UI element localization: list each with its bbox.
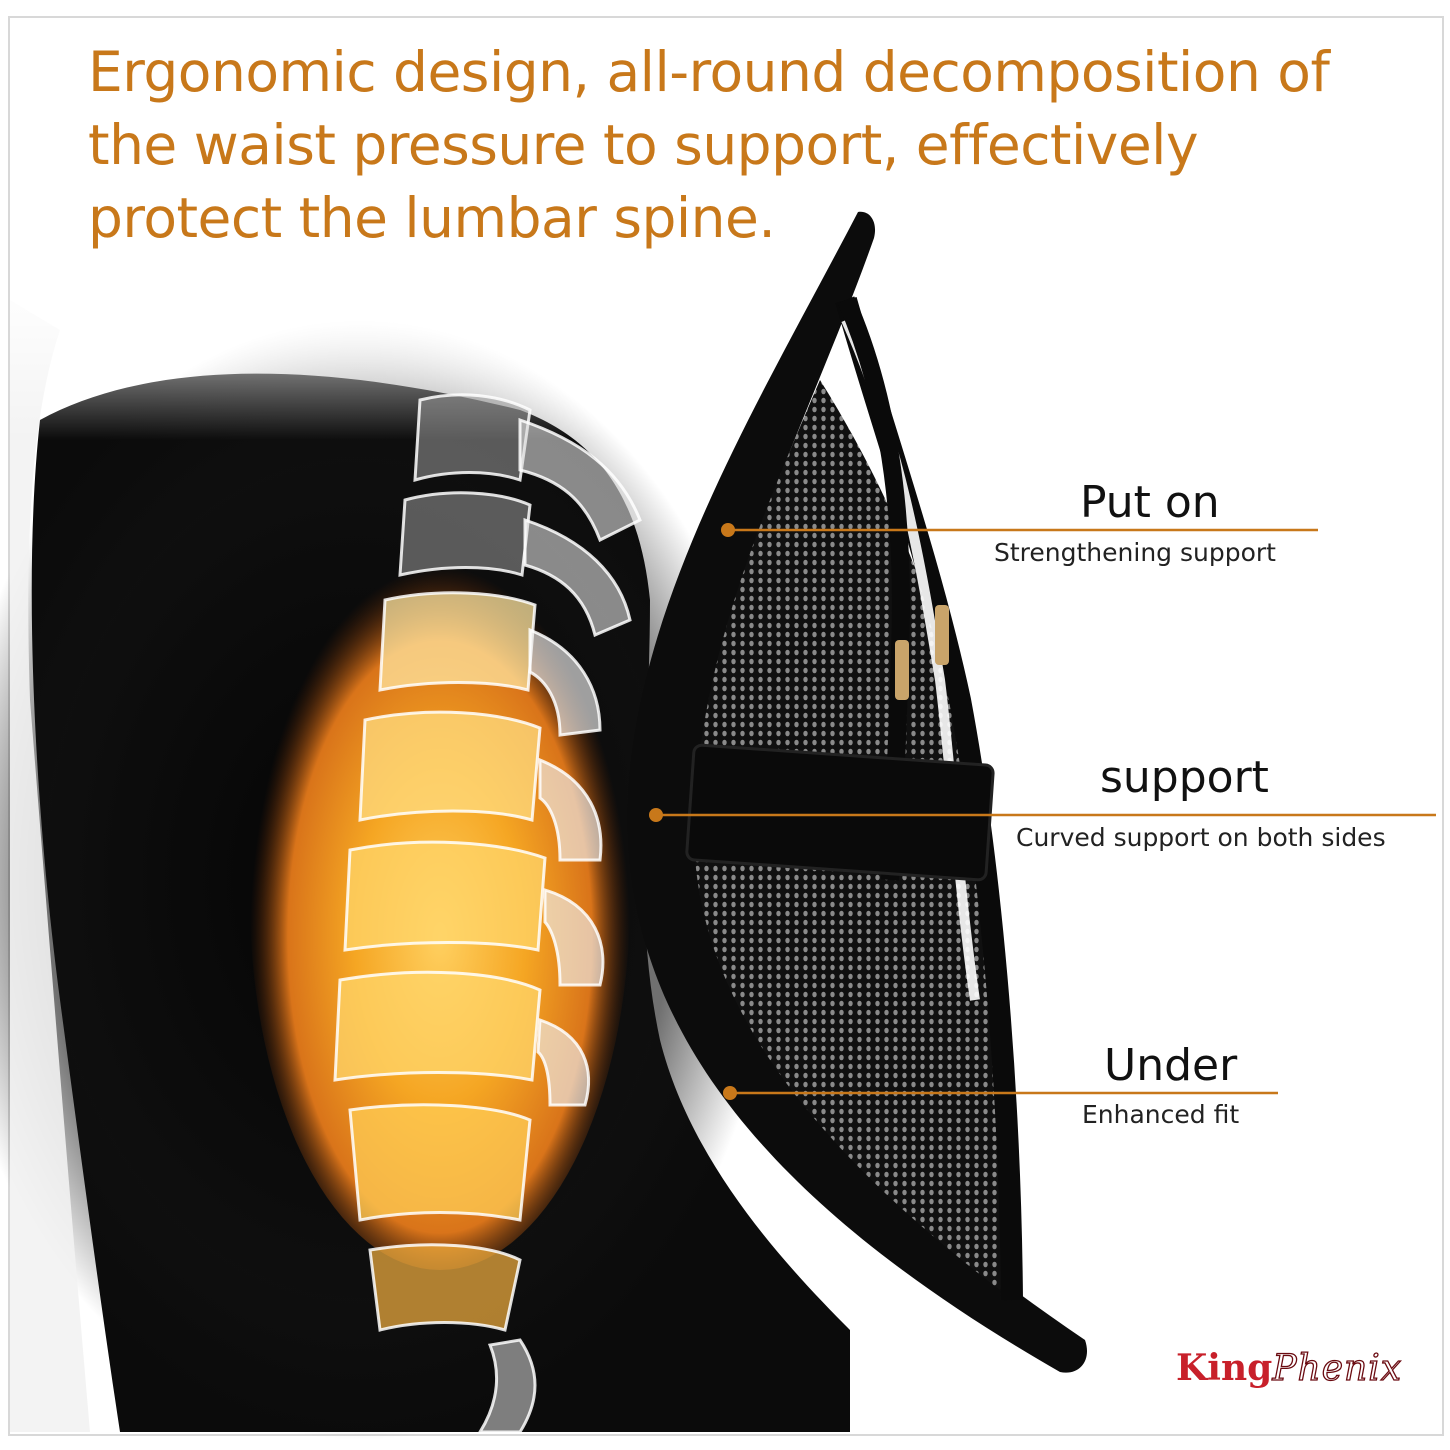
leader-dot-bottom [723, 1086, 737, 1100]
lumbar-cushion [627, 211, 1088, 1373]
callout-subtitle-put-on: Strengthening support [994, 538, 1276, 567]
leader-lines [649, 523, 1436, 1100]
callout-title-under: Under [1104, 1040, 1238, 1091]
brand-logo: KingPhenix [1176, 1346, 1402, 1391]
callout-title-support: support [1100, 752, 1269, 803]
callout-subtitle-support: Curved support on both sides [1016, 823, 1386, 852]
callout-title-put-on: Put on [1080, 477, 1220, 528]
leader-dot-top [721, 523, 735, 537]
spine [333, 393, 642, 1434]
brand-logo-part1: King [1176, 1347, 1273, 1389]
brand-logo-part2: Phenix [1272, 1347, 1403, 1389]
callout-subtitle-under: Enhanced fit [1082, 1100, 1240, 1129]
headline: Ergonomic design, all-round decompositio… [88, 40, 1330, 250]
leader-dot-middle [649, 808, 663, 822]
